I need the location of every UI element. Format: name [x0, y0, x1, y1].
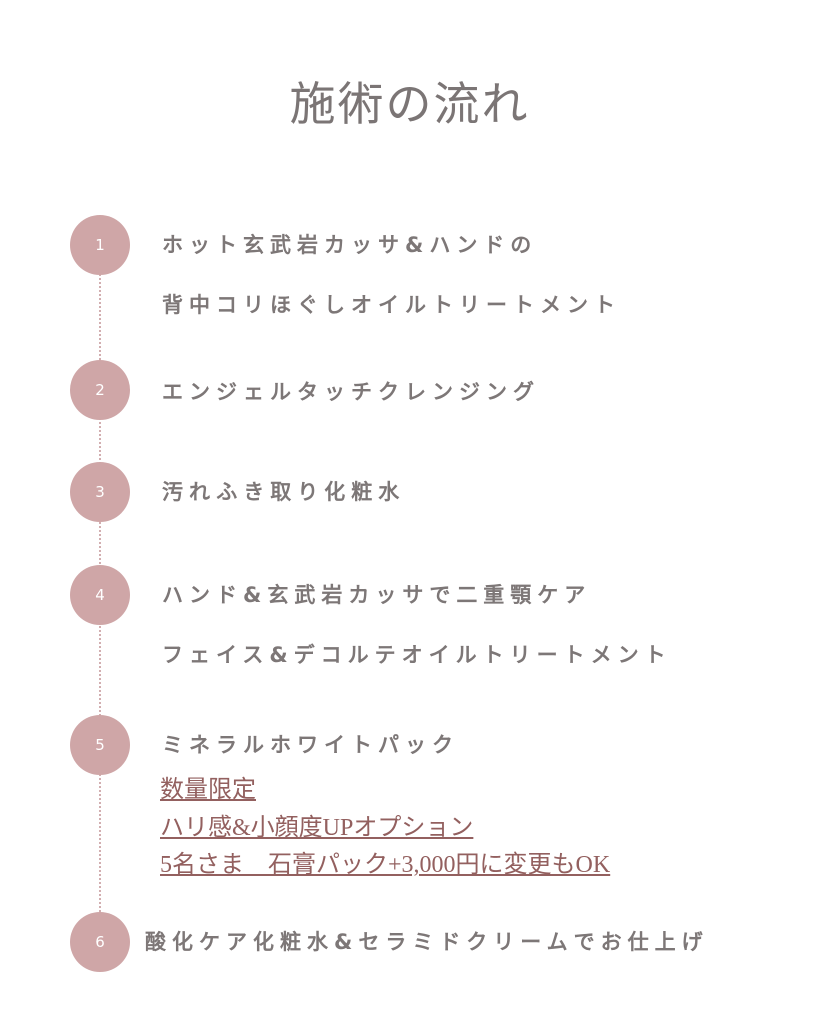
step-number-1: 1 — [70, 215, 130, 275]
step-number-5: 5 — [70, 715, 130, 775]
step-6-line-1: 酸化ケア化粧水&セラミドクリームでお仕上げ — [145, 930, 709, 954]
step-2-line-1: エンジェルタッチクレンジング — [162, 380, 540, 404]
step-3-line-1: 汚れふき取り化粧水 — [162, 480, 406, 504]
option-link-plaster-pack[interactable]: 5名さま 石膏パック+3,000円に変更もOK — [160, 852, 611, 878]
page-title: 施術の流れ — [289, 77, 530, 131]
step-4-line-1: ハンド&玄武岩カッサで二重顎ケア — [162, 583, 592, 607]
step-1-line-2: 背中コリほぐしオイルトリートメント — [162, 293, 621, 317]
option-link-upgrade[interactable]: ハリ感&小顔度UPオプション — [160, 815, 474, 841]
option-link-limited[interactable]: 数量限定 — [160, 777, 256, 803]
step-number-2: 2 — [70, 360, 130, 420]
step-5-line-1: ミネラルホワイトパック — [162, 733, 459, 757]
step-number-6: 6 — [70, 912, 130, 972]
step-4-line-2: フェイス&デコルテオイルトリートメント — [162, 643, 672, 667]
step-number-4: 4 — [70, 565, 130, 625]
step-1-line-1: ホット玄武岩カッサ&ハンドの — [162, 233, 538, 257]
step-number-3: 3 — [70, 462, 130, 522]
